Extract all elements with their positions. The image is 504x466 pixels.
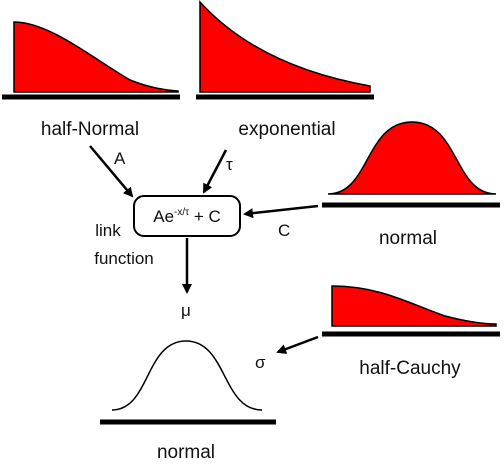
normal-likelihood-distribution: normal [100,340,276,463]
exponential-distribution: exponential [196,0,374,140]
half-cauchy-curve [331,285,497,327]
link-formula: Ae-x/τ + C [153,207,221,226]
param-tau-label: τ [226,155,233,174]
formula-base: Ae [153,207,174,226]
half-cauchy-distribution: half-Cauchy [322,285,500,379]
half-normal-curve [13,21,179,93]
half-normal-label: half-Normal [41,119,139,140]
normal-likelihood-label: normal [157,442,215,463]
exponential-curve [199,0,371,93]
arrow-normal-to-link [243,204,319,219]
formula-tail: + C [189,207,221,226]
half-cauchy-label: half-Cauchy [359,358,461,379]
normal-likelihood-curve [111,340,263,411]
mu-label: μ [181,301,191,320]
exponential-label: exponential [238,119,335,140]
half-normal-distribution: half-Normal [2,21,180,140]
normal-prior-curve [327,121,497,195]
arrow-exponential-to-link [202,149,228,194]
sigma-label: σ [255,353,266,372]
link-label-line1: link [95,221,121,240]
arrow-half-normal-to-link [89,145,134,198]
param-a-label: A [114,149,126,168]
link-function-node: Ae-x/τ + C link function [94,195,241,268]
link-function-box [133,195,241,237]
formula-exponent: -x/τ [174,207,189,218]
normal-prior-distribution: normal [322,121,500,249]
normal-prior-label: normal [379,228,437,249]
link-label-line2: function [94,249,154,268]
arrow-half-cauchy-to-sigma [276,335,319,354]
param-c-label: C [278,221,290,240]
